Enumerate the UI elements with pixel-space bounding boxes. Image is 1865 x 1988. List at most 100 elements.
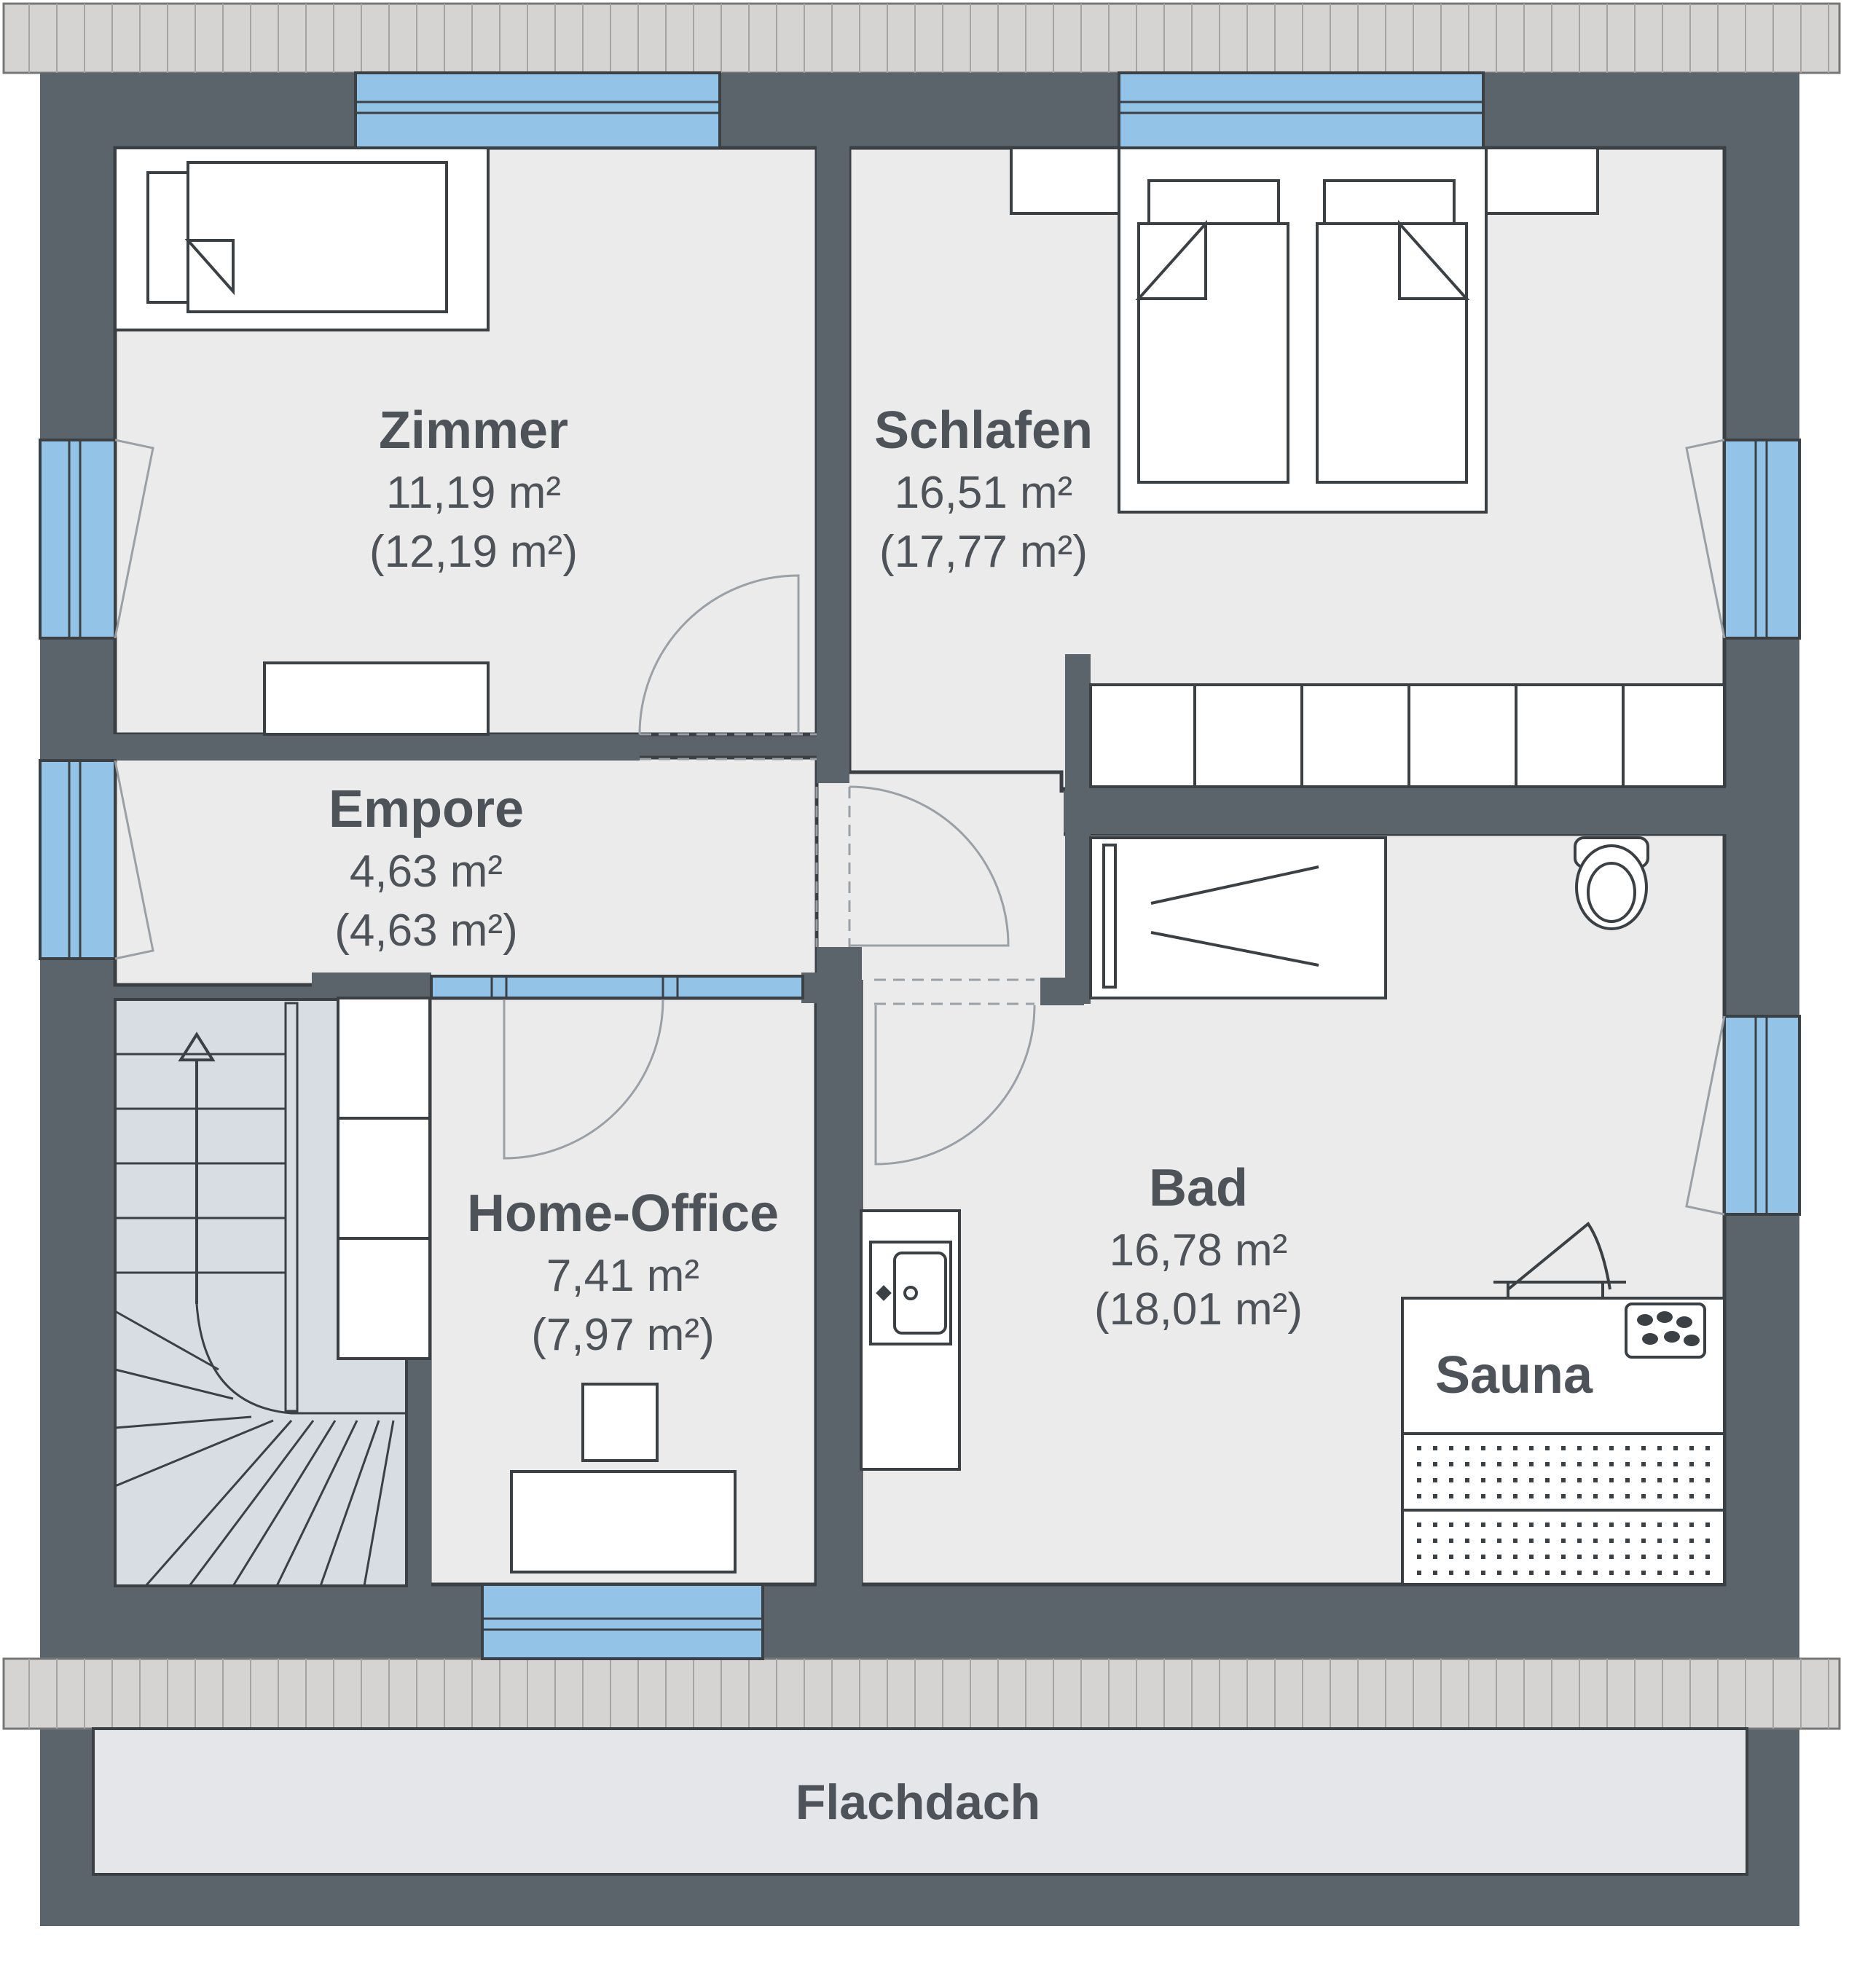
window-top-schlafen [1118,71,1485,149]
bench-slat-dot [1545,1478,1550,1482]
bench-slat-dot [1465,1523,1469,1527]
bench-slat-dot [1417,1446,1421,1450]
door-homeoffice [503,999,664,1160]
toilet-icon [1574,836,1649,930]
bench-slat-dot [1657,1462,1662,1466]
bench-slat-dot [1705,1494,1710,1498]
stone [1657,1311,1673,1323]
bench-slat-dot [1513,1462,1517,1466]
bench-slat-dot [1433,1494,1437,1498]
stair-step-line [114,1415,252,1429]
bench-slat-dot [1689,1462,1694,1466]
stair-step-line [232,1420,337,1587]
bench-slat-dot [1577,1494,1582,1498]
bench-slat-dot [1609,1555,1614,1559]
bench-slat-dot [1577,1462,1582,1466]
bench-slat-dot [1561,1539,1566,1543]
bench-slat-dot [1481,1446,1485,1450]
bench-slat-dot [1673,1494,1678,1498]
shower-details [1102,844,1319,989]
bench-slat-dot [1705,1571,1710,1575]
bench-slat-dot [1657,1494,1662,1498]
window-right-schlafen [1723,439,1801,640]
bench-slat-dot [1577,1523,1582,1527]
room-bad-name: Bad [1149,1159,1248,1217]
sink-icon [869,1241,952,1345]
bench-slat-dot [1545,1555,1550,1559]
room-zimmer-name: Zimmer [379,401,568,460]
bench-slat-dot [1513,1494,1517,1498]
sauna-bench-pattern [1417,1446,1710,1575]
bench-slat-dot [1689,1555,1694,1559]
room-zimmer-area-total: (12,19 m²) [369,527,578,577]
room-zimmer-area: 11,19 m² [386,468,561,518]
bench-slat-dot [1449,1494,1453,1498]
stair-step-line [114,1368,234,1400]
bench-slat-dot [1465,1539,1469,1543]
bench-slat-dot [1513,1571,1517,1575]
bench-slat-dot [1593,1494,1598,1498]
bench-slat-dot [1449,1571,1453,1575]
bench-slat-dot [1593,1523,1598,1527]
schlafen-blanket-left [1137,222,1289,484]
stair-steps [114,1053,395,1587]
bench-slat-dot [1705,1446,1710,1450]
bench-slat-dot [1593,1478,1598,1482]
bench-slat-dot [1657,1446,1662,1450]
bench-slat-dot [1529,1571,1534,1575]
wardrobe-dividers [1193,685,1625,787]
bench-slat-dot [1561,1523,1566,1527]
bench-slat-dot [1545,1523,1550,1527]
room-empore-area-total: (4,63 m²) [334,905,517,956]
bench-slat-dot [1433,1462,1437,1466]
sauna-bench [1402,1432,1724,1512]
bench-slat-dot [1673,1446,1678,1450]
bench-slat-dot [1449,1523,1453,1527]
bench-slat-dot [1593,1539,1598,1543]
room-schlafen-name: Schlafen [874,401,1093,460]
bench-slat-dot [1433,1555,1437,1559]
bench-slat-dot [1673,1462,1678,1466]
schlafen-nightstand-left [1010,146,1122,215]
bench-slat-dot [1481,1494,1485,1498]
room-homeoffice-area-total: (7,97 m²) [531,1310,714,1360]
stair-step-line [188,1420,315,1587]
flat-roof-area [92,1727,1748,1876]
bench-slat-dot [1561,1555,1566,1559]
stone [1637,1314,1653,1326]
bench-slat-dot [1577,1446,1582,1450]
bench-slat-dot [1625,1446,1630,1450]
bench-slat-dot [1705,1523,1710,1527]
bench-slat-dot [1561,1571,1566,1575]
bench-slat-dot [1625,1462,1630,1466]
shelf-dividers [338,1117,430,1240]
bench-slat-dot [1625,1571,1630,1575]
bench-slat-dot [1593,1462,1598,1466]
bench-slat-dot [1497,1494,1501,1498]
bench-slat-dot [1465,1446,1469,1450]
door-thresholds [640,733,1034,1005]
bench-slat-dot [1625,1494,1630,1498]
bench-slat-dot [1497,1523,1501,1527]
bench-slat-dot [1689,1523,1694,1527]
bench-slat-dot [1529,1523,1534,1527]
bench-slat-dot [1545,1446,1550,1450]
bench-slat-dot [1673,1523,1678,1527]
bench-slat-dot [1625,1539,1630,1543]
bench-slat-dot [1705,1462,1710,1466]
bench-slat-dot [1497,1539,1501,1543]
room-homeoffice-area: 7,41 m² [546,1251,699,1301]
bench-slat-dot [1481,1523,1485,1527]
bench-slat-dot [1657,1555,1662,1559]
bench-slat-dot [1497,1555,1501,1559]
bench-slat-dot [1689,1446,1694,1450]
bench-slat-dot [1689,1494,1694,1498]
stair-railing [284,1002,299,1413]
roof-eave-top [2,2,1841,74]
bench-slat-dot [1561,1494,1566,1498]
bench-slat-dot [1513,1555,1517,1559]
bench-slat-dot [1433,1571,1437,1575]
bench-slat-dot [1481,1462,1485,1466]
bench-slat-dot [1641,1446,1646,1450]
